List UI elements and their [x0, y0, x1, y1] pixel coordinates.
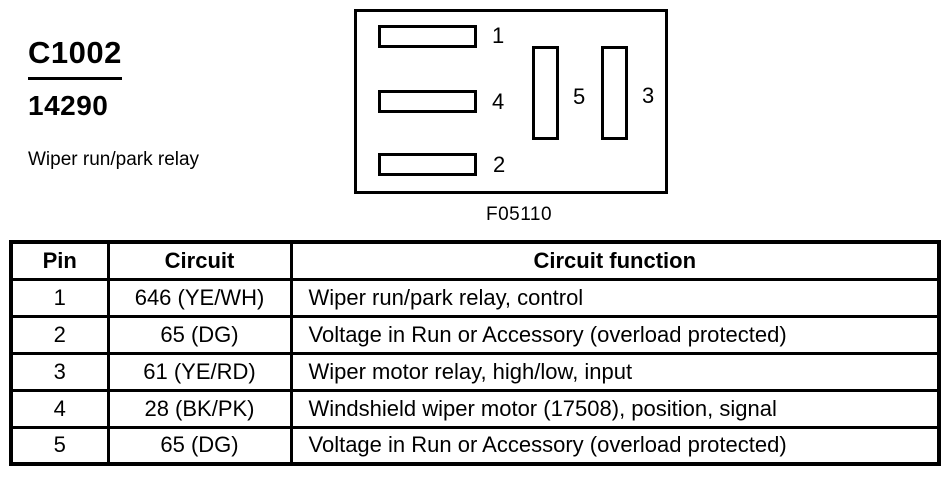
column-header-circuit-function: Circuit function — [289, 240, 941, 281]
pin-cell: 2 — [9, 314, 110, 355]
pin-label-2: 2 — [493, 152, 506, 177]
pin-label-5: 5 — [573, 84, 586, 109]
table-row: 5 65 (DG) Voltage in Run or Accessory (o… — [9, 425, 941, 466]
pin-slot-2 — [378, 153, 477, 176]
circuit-function-cell: Windshield wiper motor (17508), position… — [289, 388, 941, 429]
circuit-function-cell: Voltage in Run or Accessory (overload pr… — [289, 425, 941, 466]
title-block: C1002 14290 Wiper run/park relay — [28, 35, 200, 171]
connector-description: Wiper run/park relay — [28, 149, 200, 171]
connector-diagram: 1 4 2 5 3 — [354, 9, 668, 194]
pin-label-4: 4 — [492, 89, 505, 114]
pin-cell: 1 — [9, 277, 110, 318]
circuit-cell: 28 (BK/PK) — [106, 388, 293, 429]
pinout-table: Pin Circuit Circuit function 1 646 (YE/W… — [9, 240, 941, 466]
table-header-row: Pin Circuit Circuit function — [9, 240, 941, 281]
circuit-function-cell: Wiper run/park relay, control — [289, 277, 941, 318]
column-header-pin: Pin — [9, 240, 110, 281]
figure-caption: F05110 — [485, 204, 553, 225]
pin-cell: 5 — [9, 425, 110, 466]
pin-label-3: 3 — [642, 83, 655, 108]
table-row: 4 28 (BK/PK) Windshield wiper motor (175… — [9, 388, 941, 429]
circuit-function-cell: Wiper motor relay, high/low, input — [289, 351, 941, 392]
pin-slot-4 — [378, 90, 477, 113]
circuit-cell: 61 (YE/RD) — [106, 351, 293, 392]
pin-cell: 3 — [9, 351, 110, 392]
column-header-circuit: Circuit — [106, 240, 293, 281]
pin-cell: 4 — [9, 388, 110, 429]
table-row: 3 61 (YE/RD) Wiper motor relay, high/low… — [9, 351, 941, 392]
part-number: 14290 — [28, 90, 109, 122]
table-row: 1 646 (YE/WH) Wiper run/park relay, cont… — [9, 277, 941, 318]
connector-id-title: C1002 — [28, 35, 122, 81]
pin-label-1: 1 — [492, 23, 505, 48]
circuit-function-cell: Voltage in Run or Accessory (overload pr… — [289, 314, 941, 355]
circuit-cell: 65 (DG) — [106, 314, 293, 355]
pin-slot-3 — [601, 46, 628, 140]
pin-slot-1 — [378, 25, 477, 48]
circuit-cell: 646 (YE/WH) — [106, 277, 293, 318]
pin-slot-5 — [532, 46, 559, 140]
circuit-cell: 65 (DG) — [106, 425, 293, 466]
table-row: 2 65 (DG) Voltage in Run or Accessory (o… — [9, 314, 941, 355]
